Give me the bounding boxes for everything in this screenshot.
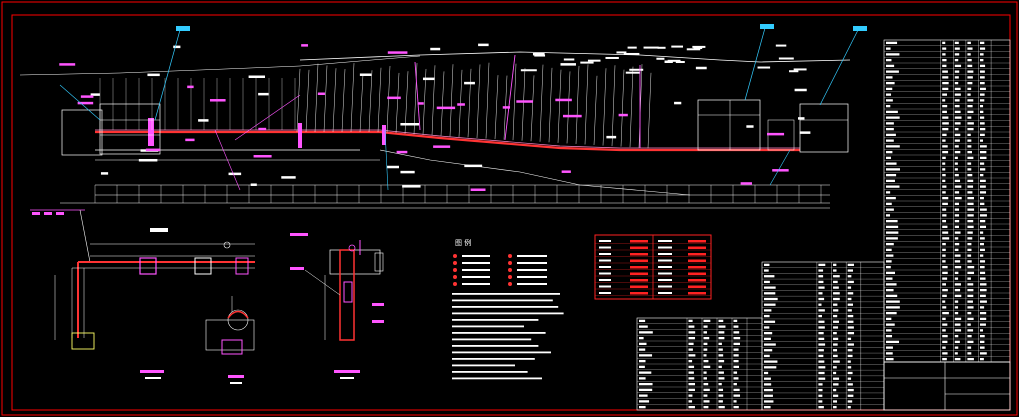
material-tables	[636, 39, 1011, 411]
legend-title: 图 例	[455, 238, 471, 247]
main-pipeline	[95, 130, 800, 152]
detail-plan-view	[30, 209, 255, 379]
longitudinal-profile	[19, 24, 867, 209]
equipment-table	[594, 234, 712, 300]
sheet-inner-border	[11, 14, 1011, 411]
detail-elevation-view	[290, 233, 384, 379]
detail-section-view	[205, 296, 255, 384]
legend-block: 图 例	[452, 238, 564, 380]
title-block	[883, 361, 1011, 411]
